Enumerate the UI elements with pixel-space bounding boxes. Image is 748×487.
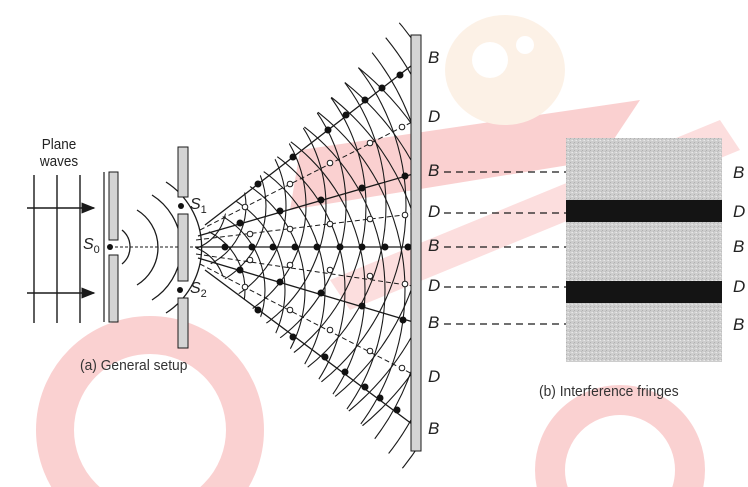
fringe-connectors xyxy=(444,171,566,325)
source-s0-label: S0 xyxy=(83,236,100,257)
plane-waves-label-line1: Plane xyxy=(41,136,77,153)
fringe-pattern xyxy=(566,138,722,362)
screen-label-bright: B xyxy=(428,236,440,255)
screen-label-bright: B xyxy=(428,419,440,438)
screen-label-bright: B xyxy=(428,161,440,180)
fringe-label-dark: D xyxy=(733,202,746,221)
interference-arcs xyxy=(195,0,420,487)
caption-interference-fringes: (b) Interference fringes xyxy=(539,383,679,400)
screen xyxy=(410,34,422,452)
fringe-label-bright: B xyxy=(733,163,745,182)
screen-label-dark: D xyxy=(428,367,441,386)
fringe-label-dark: D xyxy=(733,277,746,296)
screen-label-bright: B xyxy=(428,313,440,332)
source-s2-label: S2 xyxy=(190,280,207,301)
node-markers xyxy=(241,123,409,372)
screen-label-dark: D xyxy=(428,276,441,295)
barrier-single-slit xyxy=(103,171,119,323)
antinode-dots xyxy=(221,71,412,414)
fringe-label-bright: B xyxy=(733,315,745,334)
caption-general-setup: (a) General setup xyxy=(80,357,188,374)
screen-label-bright: B xyxy=(428,48,440,67)
fringe-label-bright: B xyxy=(733,237,745,256)
plane-wavefronts xyxy=(27,175,96,323)
screen-label-dark: D xyxy=(428,107,441,126)
nodal-lines xyxy=(195,117,421,379)
plane-waves-label: Plane waves xyxy=(31,136,87,170)
plane-waves-label-line2: waves xyxy=(39,153,79,170)
source-s1-label: S1 xyxy=(190,196,207,217)
screen-label-dark: D xyxy=(428,202,441,221)
barrier-double-slit xyxy=(177,146,189,349)
